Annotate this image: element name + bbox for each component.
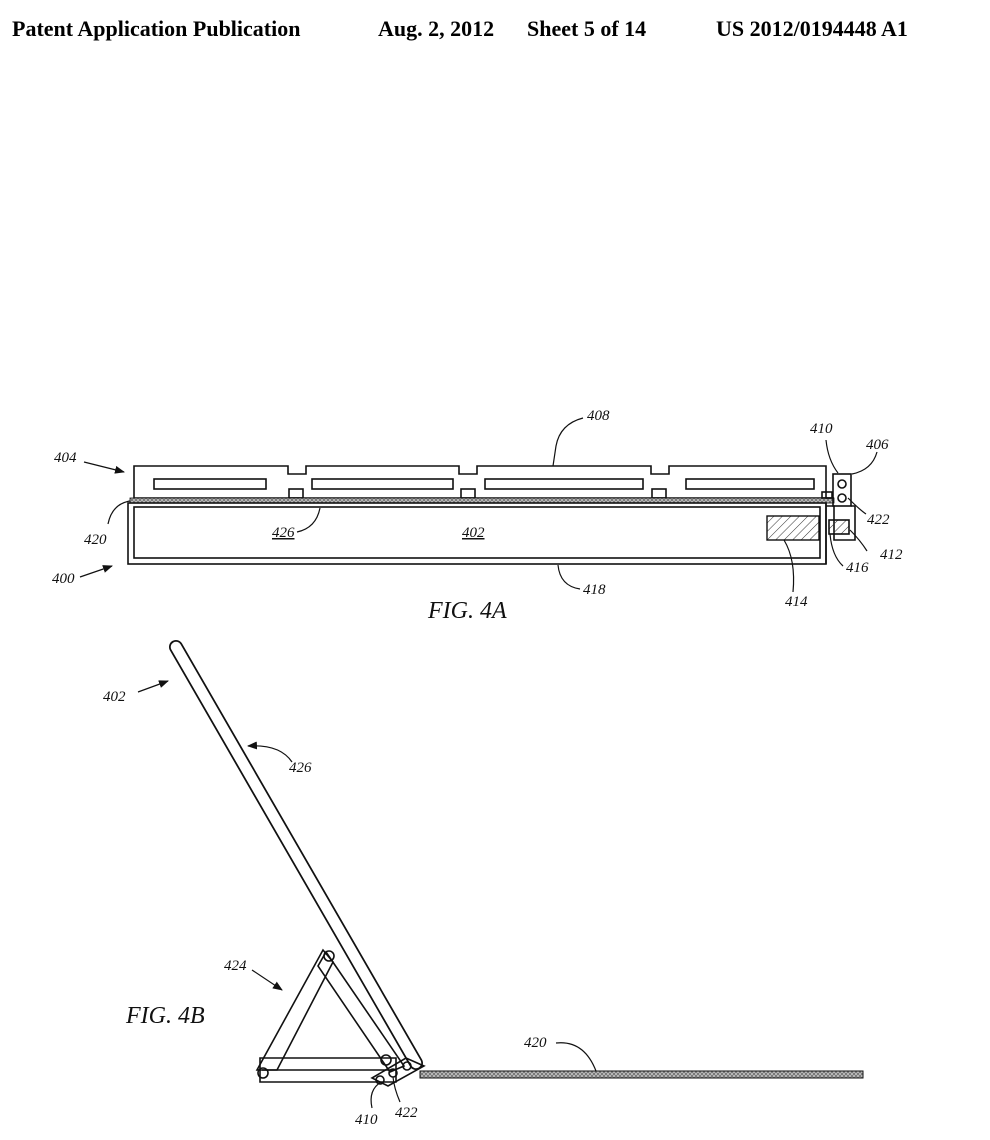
- hinge-link: [822, 492, 832, 498]
- key-slot: [154, 479, 266, 489]
- fig-4a: 408 410 406 404 420 426 402 422 412 416 …: [52, 408, 903, 624]
- support-post: [461, 489, 475, 498]
- ref-416: 416: [846, 560, 869, 576]
- ref-426: 426: [272, 525, 295, 541]
- ref-402-b: 402: [103, 689, 126, 705]
- support-post: [652, 489, 666, 498]
- ref-402: 402: [462, 525, 485, 541]
- ref-408: 408: [587, 408, 610, 424]
- flexible-layer-420: [420, 1071, 863, 1078]
- hinge-pin: [838, 494, 846, 502]
- key-slot: [686, 479, 814, 489]
- ref-420: 420: [84, 532, 107, 548]
- support-post: [289, 489, 303, 498]
- ref-414: 414: [785, 594, 808, 610]
- ref-410: 410: [810, 421, 833, 437]
- key-slot: [312, 479, 453, 489]
- key-slot: [485, 479, 643, 489]
- ref-422-b: 422: [395, 1105, 418, 1121]
- fig-4a-label: FIG. 4A: [427, 598, 507, 624]
- ref-422: 422: [867, 512, 890, 528]
- ref-400: 400: [52, 571, 75, 587]
- keyboard-body-outline: [134, 466, 826, 498]
- ref-426-b: 426: [289, 760, 312, 776]
- ref-404: 404: [54, 450, 77, 466]
- magnet-412: [829, 520, 849, 534]
- ref-420-b: 420: [524, 1035, 547, 1051]
- hinge-cluster: [372, 1058, 424, 1086]
- ref-406: 406: [866, 437, 889, 453]
- fig-4b-label: FIG. 4B: [125, 1003, 205, 1029]
- magnet-414: [767, 516, 819, 540]
- hinge-pin: [838, 480, 846, 488]
- ref-424: 424: [224, 958, 247, 974]
- ref-412: 412: [880, 547, 903, 563]
- ref-410-b: 410: [355, 1112, 378, 1128]
- fig-4b: 402 426 424 420 410 422 FIG. 4B: [103, 647, 863, 1128]
- stand-left-panel: [257, 950, 333, 1070]
- ref-418: 418: [583, 582, 606, 598]
